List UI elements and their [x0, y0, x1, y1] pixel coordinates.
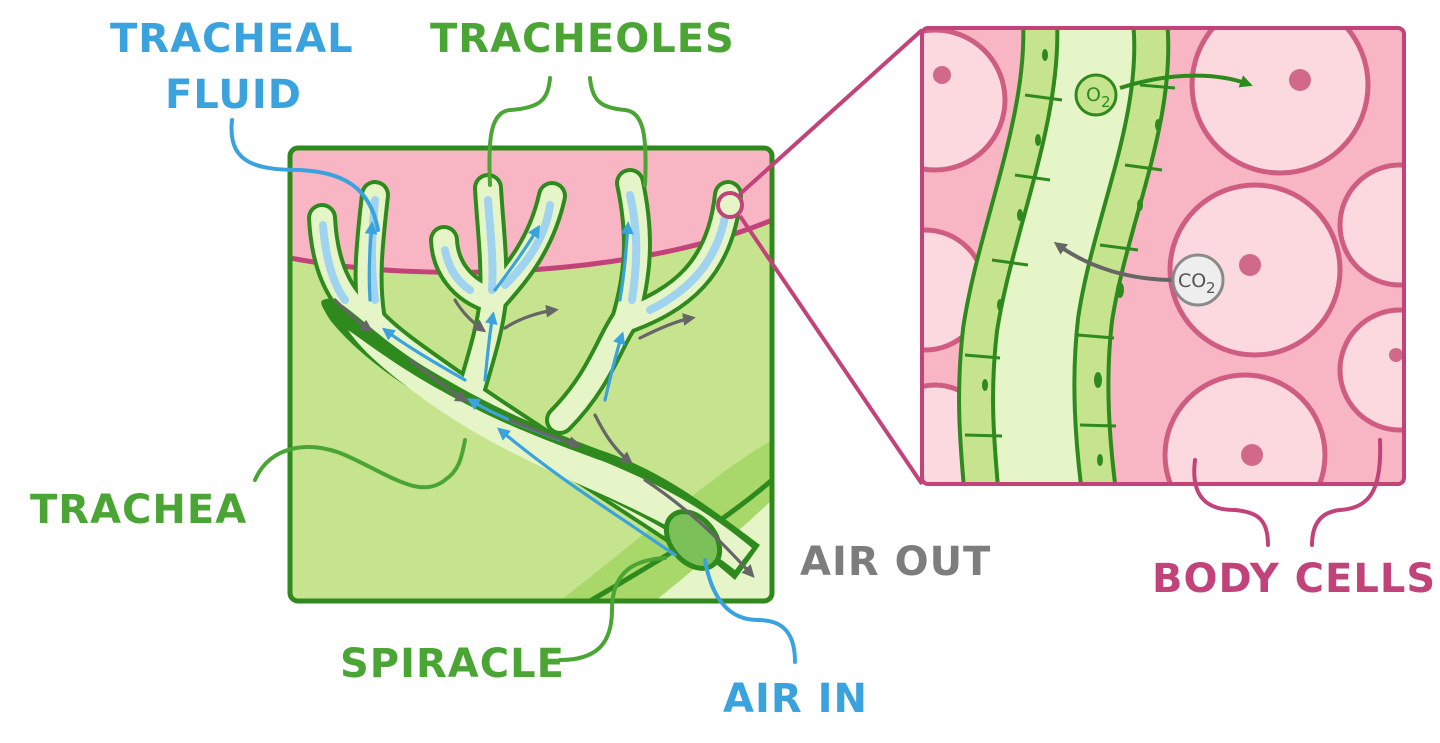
- tracheoles-leader-right: [588, 76, 648, 187]
- spiracle-leader: [558, 556, 667, 662]
- trachea-label: TRACHEA: [30, 487, 247, 533]
- right-panel-border: [920, 26, 1406, 486]
- oxygen-label: O: [1086, 84, 1101, 106]
- trachea-leader: [253, 438, 467, 490]
- body-cell: [1337, 307, 1404, 433]
- oxygen-subscript: 2: [1101, 93, 1111, 111]
- air-in-leader: [703, 558, 797, 664]
- zoomed-gas-exchange-panel: O 2 CO 2: [922, 28, 1404, 484]
- leader-lines: [229, 76, 1383, 664]
- air-out-label: AIR OUT: [800, 539, 991, 585]
- body-cells-leader-left: [1192, 458, 1270, 547]
- left-panel-border: [287, 145, 775, 604]
- zoom-indicator: [716, 28, 924, 486]
- spiracle-label: SPIRACLE: [340, 641, 565, 687]
- oxygen-diffusion-arrow: [1119, 73, 1253, 90]
- tracheal-fluid-label-line1: TRACHEAL: [110, 16, 354, 62]
- carbon-dioxide-label: CO: [1178, 270, 1206, 292]
- tracheoles-label: TRACHEOLES: [430, 16, 735, 62]
- body-cell: [1337, 162, 1404, 288]
- tracheal-fluid-leader: [229, 118, 380, 232]
- tracheal-fluid-label-line2: FLUID: [165, 72, 302, 118]
- air-in-label: AIR IN: [723, 676, 868, 722]
- carbon-dioxide-molecule: CO 2: [1171, 253, 1225, 307]
- body-cells-leader-right: [1310, 438, 1383, 547]
- body-cell: [922, 28, 1008, 173]
- body-cells-label: BODY CELLS: [1152, 556, 1436, 602]
- tracheoles-leader-left: [487, 76, 552, 187]
- body-cell: [1189, 28, 1371, 176]
- oxygen-molecule: O 2: [1074, 73, 1118, 117]
- carbon-dioxide-subscript: 2: [1206, 279, 1216, 297]
- tracheole-tube: [957, 28, 1176, 484]
- carbon-dioxide-diffusion-arrow: [1053, 242, 1176, 282]
